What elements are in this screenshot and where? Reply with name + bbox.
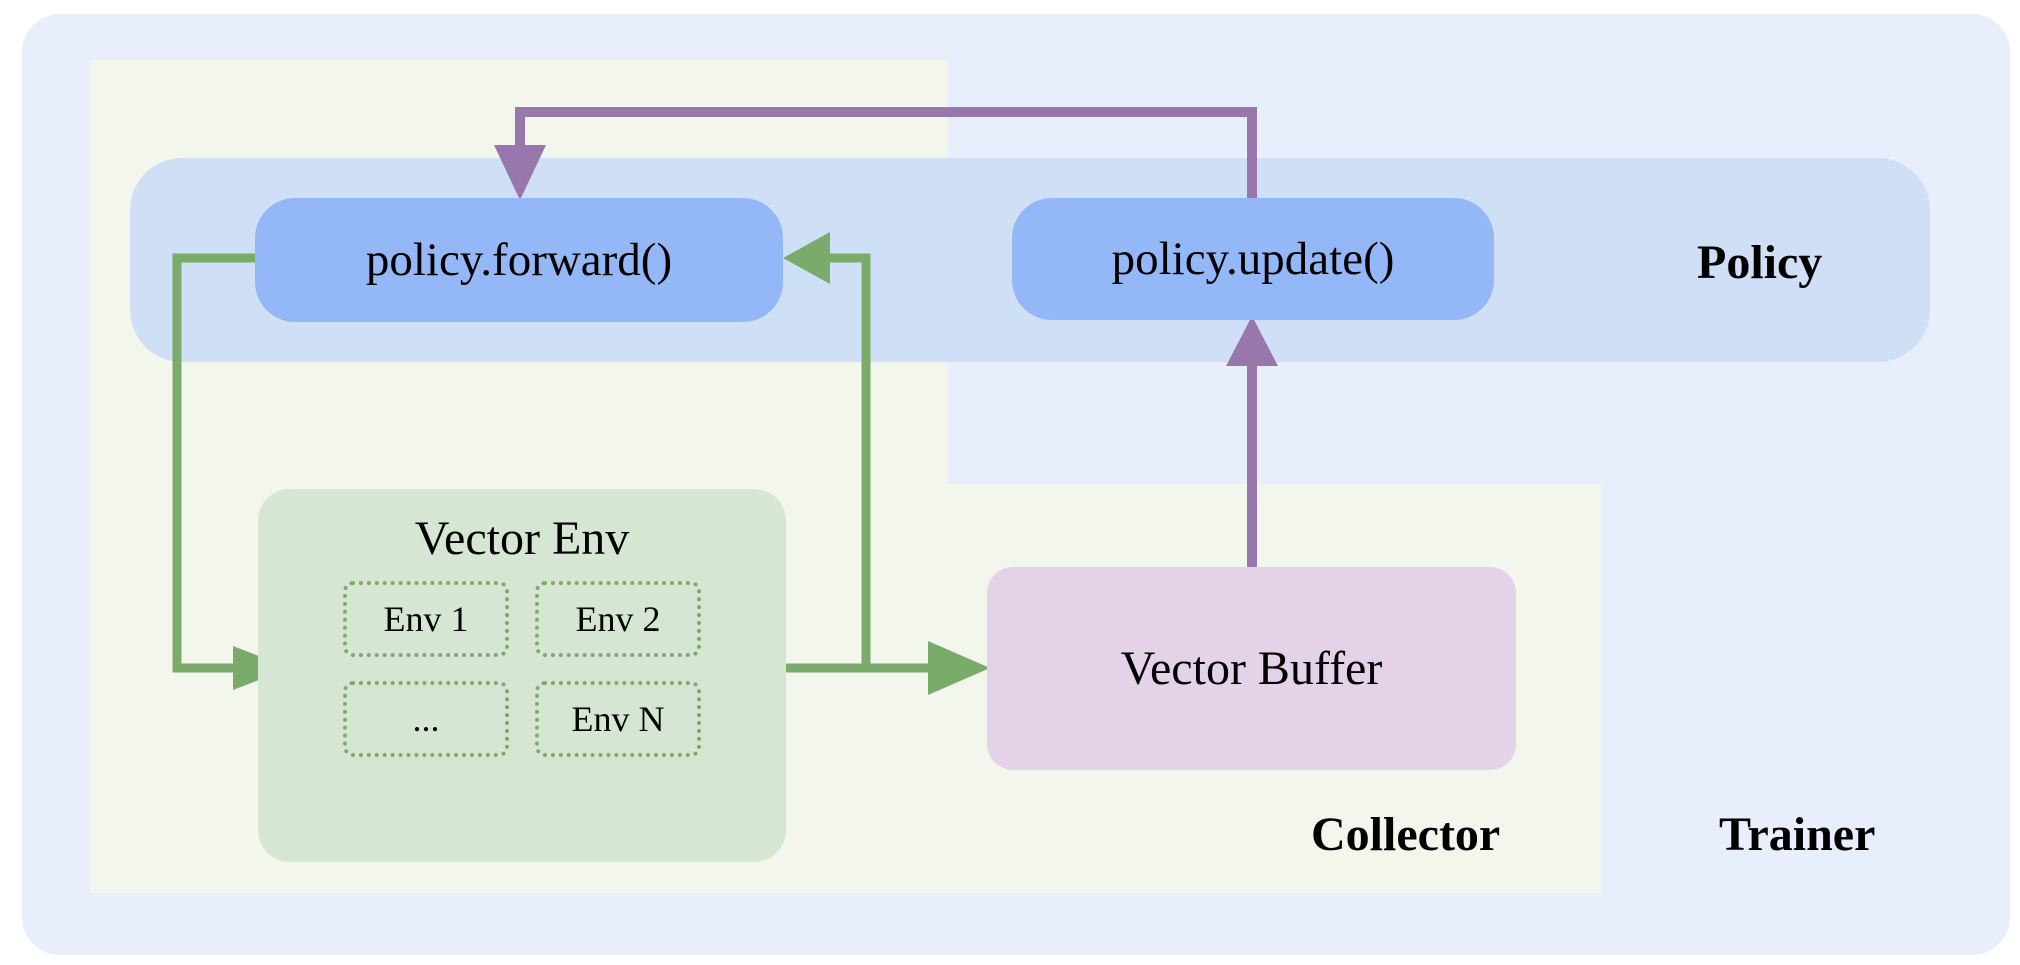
vector-env-title: Vector Env — [414, 512, 630, 565]
policy-region-label: Policy — [1697, 236, 1823, 289]
policy-forward-label: policy.forward() — [365, 234, 673, 286]
env-cell-n-label: Env N — [571, 699, 665, 739]
env-cell-1[interactable]: Env 1 — [343, 581, 509, 657]
policy-update-node[interactable]: policy.update() — [1012, 198, 1494, 320]
policy-update-label: policy.update() — [1111, 233, 1395, 285]
vector-env-node[interactable]: Vector Env Env 1 Env 2 ... Env N — [258, 489, 786, 862]
trainer-region-label: Trainer — [1719, 808, 1876, 861]
env-cell-n[interactable]: Env N — [535, 681, 701, 757]
env-cell-2[interactable]: Env 2 — [535, 581, 701, 657]
env-grid: Env 1 Env 2 ... Env N — [343, 581, 701, 757]
policy-forward-node[interactable]: policy.forward() — [255, 198, 783, 322]
vector-buffer-label: Vector Buffer — [1120, 642, 1383, 695]
env-cell-ellipsis[interactable]: ... — [343, 681, 509, 757]
collector-region-label: Collector — [1311, 808, 1501, 861]
env-cell-ellipsis-label: ... — [412, 699, 440, 739]
env-cell-2-label: Env 2 — [575, 599, 661, 639]
env-cell-1-label: Env 1 — [383, 599, 469, 639]
vector-buffer-node[interactable]: Vector Buffer — [987, 567, 1516, 770]
